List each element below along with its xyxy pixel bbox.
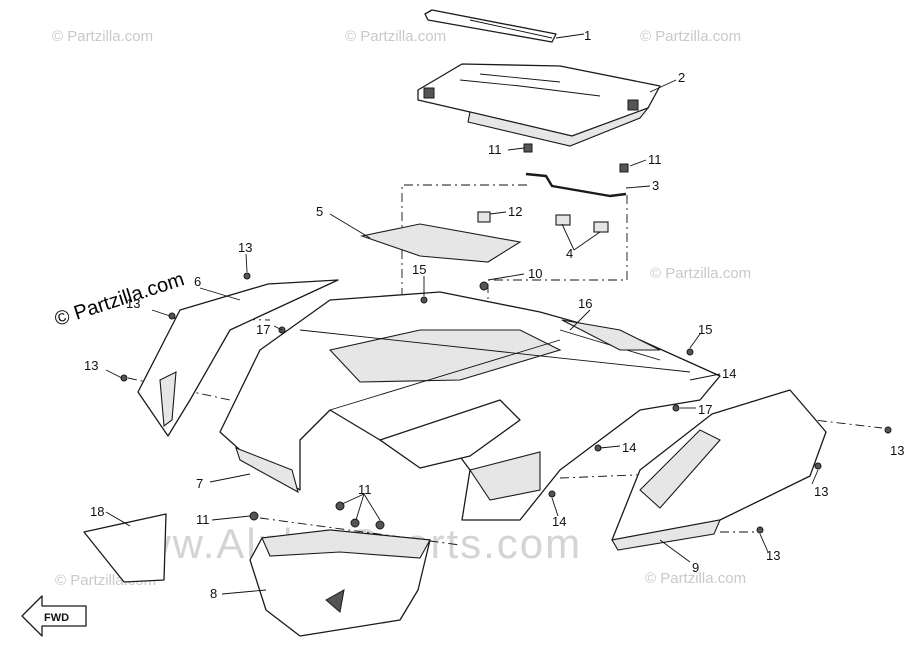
watermark: © Partzilla.com xyxy=(640,28,742,45)
callout-14b: 14 xyxy=(622,440,636,455)
callout-13a: 13 xyxy=(238,240,252,255)
part-10-12-fasteners xyxy=(477,211,491,291)
part-2-rack-cover xyxy=(417,63,661,147)
callout-4: 4 xyxy=(566,246,573,261)
callout-17a: 17 xyxy=(256,322,270,337)
callout-11a: 11 xyxy=(488,142,502,157)
fwd-arrow-icon: FWD xyxy=(21,595,87,637)
small-fasteners xyxy=(120,272,892,534)
callout-13d: 13 xyxy=(890,443,904,458)
part-5-plate xyxy=(359,223,522,263)
part-3-bracket xyxy=(523,143,629,198)
part-6-left-panel xyxy=(137,279,339,437)
callout-16: 16 xyxy=(578,296,592,311)
main-fender-body xyxy=(219,291,721,521)
callout-17b: 17 xyxy=(698,402,712,417)
callout-11c: 11 xyxy=(196,512,210,527)
callout-11d: 11 xyxy=(358,482,372,497)
callout-15a: 15 xyxy=(412,262,426,277)
callout-numbers: 1 2 3 4 5 6 7 8 9 10 11 11 11 11 12 13 1… xyxy=(84,28,904,601)
callout-6: 6 xyxy=(194,274,201,289)
callout-8: 8 xyxy=(210,586,217,601)
callout-5: 5 xyxy=(316,204,323,219)
callout-2: 2 xyxy=(678,70,685,85)
watermark: © Partzilla.com xyxy=(345,28,447,45)
callout-1: 1 xyxy=(584,28,591,43)
callout-7: 7 xyxy=(196,476,203,491)
callout-13c: 13 xyxy=(84,358,98,373)
part-8-storage-box xyxy=(249,529,431,637)
callout-14a: 14 xyxy=(722,366,736,381)
watermark: © Partzilla.com xyxy=(645,570,747,587)
leader-lines xyxy=(105,33,819,595)
part-9-right-panel xyxy=(611,389,827,551)
fwd-label: FWD xyxy=(44,612,69,624)
callout-13b: 13 xyxy=(126,296,140,311)
part-18-sticker xyxy=(83,513,167,583)
callout-15b: 15 xyxy=(698,322,712,337)
callout-9: 9 xyxy=(692,560,699,575)
watermark: © Partzilla.com xyxy=(52,28,154,45)
part-1-strip xyxy=(424,9,557,43)
callout-10: 10 xyxy=(528,266,542,281)
callout-13e: 13 xyxy=(814,484,828,499)
watermark: © Partzilla.com xyxy=(650,265,752,282)
callout-3: 3 xyxy=(652,178,659,193)
callout-13f: 13 xyxy=(766,548,780,563)
callout-18: 18 xyxy=(90,504,104,519)
callout-14c: 14 xyxy=(552,514,566,529)
part-4-grommets xyxy=(555,214,609,233)
callout-12: 12 xyxy=(508,204,522,219)
callout-11b: 11 xyxy=(648,152,662,167)
